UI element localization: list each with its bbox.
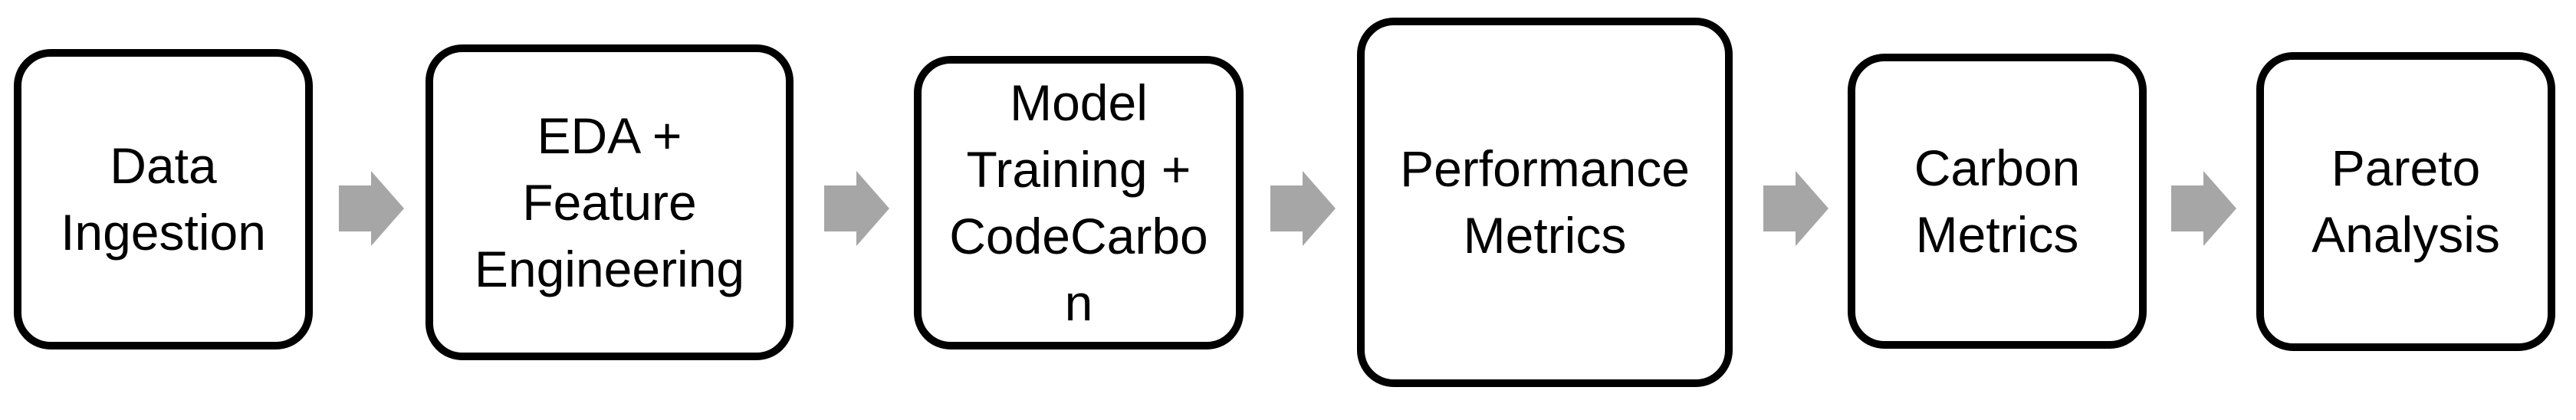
arrow-shape	[339, 171, 404, 246]
flow-step-label: Pareto Analysis	[2312, 139, 2500, 263]
flow-arrow-right-icon	[1270, 171, 1336, 246]
flow-step-label: Model Training + CodeCarbo n	[949, 74, 1208, 331]
flow-arrow-right-icon	[2171, 171, 2236, 246]
flow-step-label: Performance Metrics	[1400, 140, 1690, 264]
arrow-shape	[1763, 171, 1829, 246]
flow-step-pareto-analysis: Pareto Analysis	[2256, 52, 2555, 351]
flow-arrow-right-icon	[339, 171, 404, 246]
flow-arrow-right-icon	[824, 171, 889, 246]
flow-arrow-right-icon	[1763, 171, 1829, 246]
arrow-shape	[1270, 171, 1336, 246]
flow-step-carbon-metrics: Carbon Metrics	[1848, 54, 2147, 349]
flow-step-performance-metrics: Performance Metrics	[1357, 18, 1733, 387]
flow-step-label: Carbon Metrics	[1914, 139, 2081, 263]
flow-step-label: EDA + Feature Engineering	[474, 107, 745, 297]
flow-step-label: Data Ingestion	[61, 137, 266, 261]
flow-step-eda-feature-engineering: EDA + Feature Engineering	[426, 44, 794, 360]
arrow-shape	[824, 171, 889, 246]
flow-step-data-ingestion: Data Ingestion	[14, 49, 313, 349]
arrow-shape	[2171, 171, 2236, 246]
flow-step-model-training-codecarbon: Model Training + CodeCarbo n	[914, 56, 1244, 349]
